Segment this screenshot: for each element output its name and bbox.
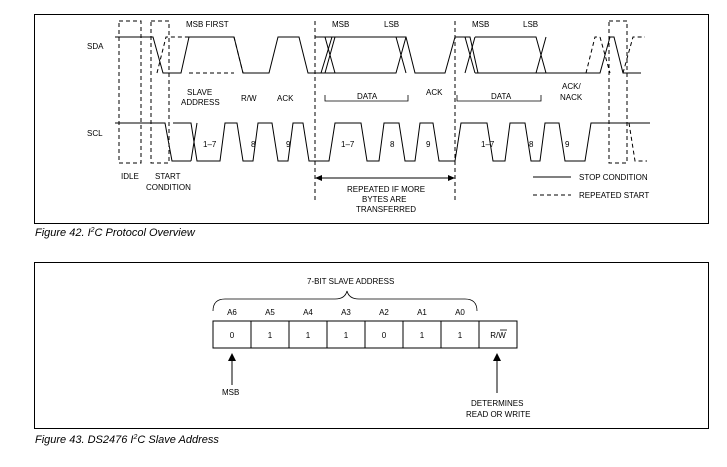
determines-label-line2: READ OR WRITE [466, 410, 530, 419]
rw-cell [478, 320, 518, 349]
bit-value-a2: 0 [382, 331, 387, 340]
ack-label-1: ACK [277, 94, 294, 103]
sda-label: SDA [87, 42, 104, 51]
rw-arrow-head [493, 353, 501, 361]
sda-waveform [115, 36, 641, 74]
acknack-label-line2: NACK [560, 93, 583, 102]
bit-name-a5: A5 [265, 308, 275, 317]
lsb-label-1: LSB [384, 20, 399, 29]
rw-cell-label: R/W [490, 331, 506, 340]
determines-label-line1: DETERMINES [471, 399, 523, 408]
bit-cell-a0 [440, 320, 480, 349]
pulse-1-7-c: 1–7 [481, 140, 495, 149]
figure-43-caption: Figure 43. DS2476 I2C Slave Address [35, 434, 219, 446]
protocol-timing-svg: SDA SCL MSB FIRST MSB LSB MSB LSB SLAVE … [87, 20, 650, 214]
start-label-line1: START [155, 172, 181, 181]
brace-label: 7-BIT SLAVE ADDRESS [307, 277, 394, 286]
repeated-label-line1: REPEATED IF MORE [347, 185, 425, 194]
sda-data-bus-2 [464, 36, 547, 74]
data-label-2: DATA [491, 92, 512, 101]
slave-label-line2: ADDRESS [181, 98, 220, 107]
repeat-arrow-left-head [315, 175, 322, 181]
data-label-1: DATA [357, 92, 378, 101]
bit-name-a3: A3 [341, 308, 351, 317]
bit-value-a5: 1 [268, 331, 273, 340]
bit-name-a2: A2 [379, 308, 389, 317]
caption-42-sup: 2 [90, 227, 95, 234]
bit-name-a0: A0 [455, 308, 465, 317]
pulse-9-b: 9 [426, 140, 431, 149]
bit-value-a3: 1 [344, 331, 349, 340]
bit-cell-a2 [364, 320, 404, 349]
msb-label: MSB [222, 388, 239, 397]
figure-42-caption: Figure 42. I2C Protocol Overview [35, 227, 195, 239]
address-brace [212, 290, 478, 312]
legend-repeated-label: REPEATED START [579, 191, 649, 200]
pulse-1-7-b: 1–7 [341, 140, 355, 149]
bit-cell-a6 [212, 320, 252, 349]
msb-label-2: MSB [472, 20, 489, 29]
sda-dashed-stop [585, 36, 645, 74]
acknack-label-line1: ACK/ [562, 82, 581, 91]
scl-waveform [115, 122, 650, 162]
msb-label-1: MSB [332, 20, 349, 29]
start-label-line2: CONDITION [146, 183, 191, 192]
pulse-1-7-a: 1–7 [203, 140, 217, 149]
repeated-label-line2: BYTES ARE [362, 195, 406, 204]
msb-first-label: MSB FIRST [186, 20, 229, 29]
lsb-label-2: LSB [523, 20, 538, 29]
caption-43-prefix: Figure 43. DS2476 I [35, 434, 134, 446]
caption-42-suffix: C Protocol Overview [94, 227, 195, 239]
bit-value-a1: 1 [420, 331, 425, 340]
pulse-9-c: 9 [565, 140, 570, 149]
bit-value-a0: 1 [458, 331, 463, 340]
slave-label-line1: SLAVE [187, 88, 212, 97]
pulse-8-b: 8 [390, 140, 395, 149]
legend-stop-label: STOP CONDITION [579, 173, 648, 182]
bit-name-row: A6 A5 A4 A3 A2 A1 A0 [227, 308, 465, 317]
sda-dashed-address [156, 36, 244, 74]
bit-name-a4: A4 [303, 308, 313, 317]
data-bracket-2 [456, 95, 542, 102]
ack-label-2: ACK [426, 88, 443, 97]
caption-43-suffix: C Slave Address [137, 434, 219, 446]
stop-dashed-box [608, 20, 628, 164]
start-dashed-box [150, 20, 170, 164]
bit-cell-a5 [250, 320, 290, 349]
pulse-8-a: 8 [251, 140, 256, 149]
scl-label: SCL [87, 129, 103, 138]
msb-arrow-head [228, 353, 236, 361]
bit-name-a6: A6 [227, 308, 237, 317]
bit-value-a6: 0 [230, 331, 235, 340]
idle-label: IDLE [121, 172, 139, 181]
i2c-protocol-overview-diagram: SDA SCL MSB FIRST MSB LSB MSB LSB SLAVE … [34, 14, 709, 224]
caption-42-prefix: Figure 42. I [35, 227, 91, 239]
bit-cell-a3 [326, 320, 366, 349]
bit-name-a1: A1 [417, 308, 427, 317]
bit-cell-row: 0 1 1 1 0 1 1 R/W [212, 320, 518, 349]
pulse-9-a: 9 [286, 140, 291, 149]
sda-data-bus-1 [324, 36, 407, 74]
repeat-arrow-right-head [448, 175, 455, 181]
scl-first-low [190, 122, 198, 162]
scl-dashed-stop [628, 122, 647, 162]
rw-label: R/W [241, 94, 257, 103]
idle-dashed-box [118, 20, 142, 164]
repeated-label-line3: TRANSFERRED [356, 205, 416, 214]
bit-cell-a1 [402, 320, 442, 349]
caption-43-sup: 2 [133, 434, 138, 441]
bit-value-a4: 1 [306, 331, 311, 340]
data-bracket-1 [324, 95, 409, 102]
pulse-8-c: 8 [529, 140, 534, 149]
